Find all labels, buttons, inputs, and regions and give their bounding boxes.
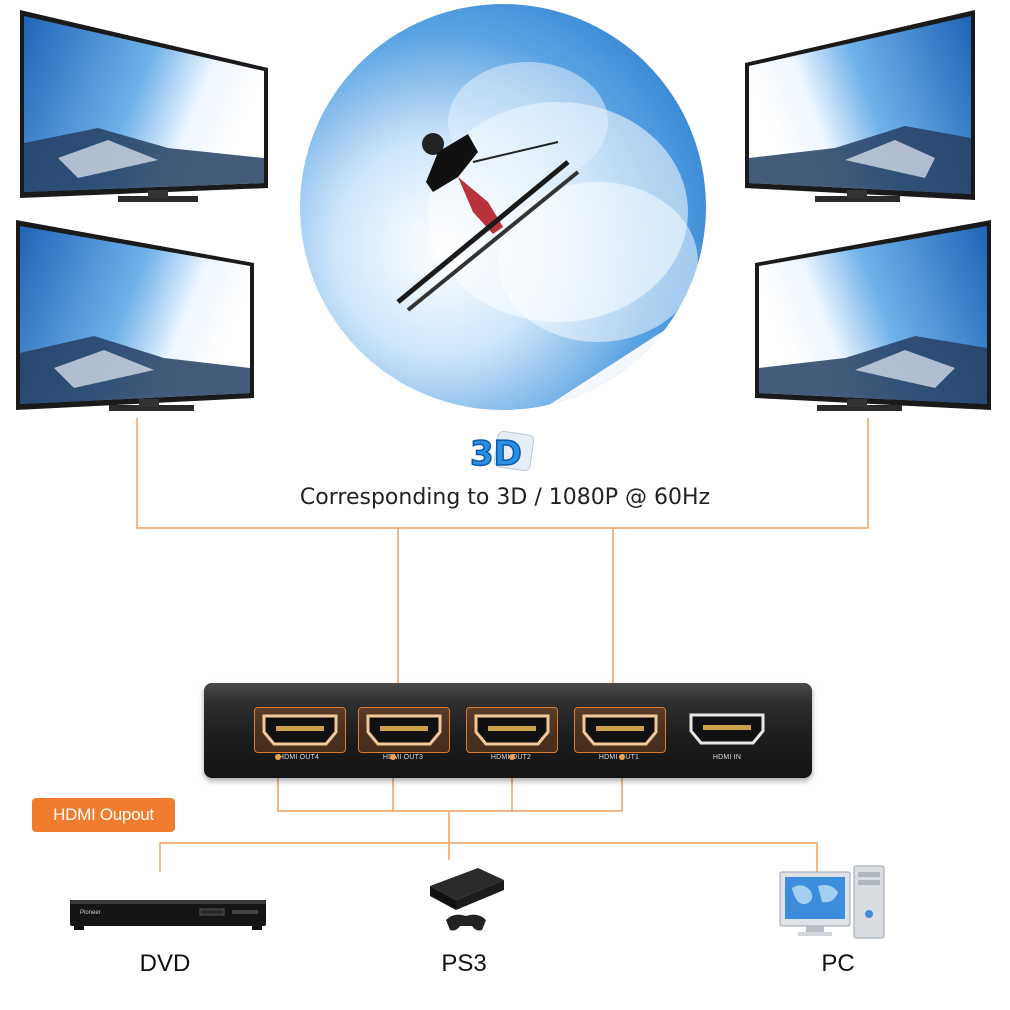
hdmi-port-icon <box>582 714 658 746</box>
tv-bottom-left <box>14 218 284 418</box>
tv-top-right <box>725 8 995 208</box>
port-label: HDMI OUT4 <box>278 754 320 761</box>
port-label: HDMI OUT1 <box>598 754 640 761</box>
resolution-caption: Corresponding to 3D / 1080P @ 60Hz <box>299 485 711 510</box>
port-label: HDMI IN <box>712 754 742 761</box>
hdmi-port-icon <box>689 713 765 745</box>
hub-top-face <box>204 683 812 703</box>
connector-dot <box>509 754 515 760</box>
hdmi-output-tag: HDMI Oupout <box>32 798 175 832</box>
device-label-dvd: DVD <box>139 950 191 977</box>
port-hdmi-out2[interactable] <box>466 707 558 753</box>
3d-badge: 3D <box>462 425 542 480</box>
port-label: HDMI OUT3 <box>382 754 424 761</box>
dvd-brand-label: Pioneer <box>80 910 101 916</box>
device-label-pc: PC <box>821 950 855 977</box>
dvd-player-icon: Pioneer <box>70 896 266 937</box>
port-hdmi-in[interactable] <box>682 707 772 751</box>
port-hdmi-out3[interactable] <box>358 707 450 753</box>
connector-dot <box>619 754 625 760</box>
port-hdmi-out4[interactable] <box>254 707 346 753</box>
tv-top-left <box>18 8 288 208</box>
skier-image <box>298 2 708 417</box>
hdmi-splitter: HDMI OUT4 HDMI OUT3 HDMI OUT2 HDMI OUT1 … <box>204 683 812 778</box>
desktop-computer-icon <box>778 864 888 949</box>
game-console-icon <box>424 860 508 945</box>
port-hdmi-out1[interactable] <box>574 707 666 753</box>
3d-badge-text: 3D <box>470 434 522 474</box>
tv-bottom-right <box>725 218 995 418</box>
hdmi-port-icon <box>262 714 338 746</box>
hdmi-port-icon <box>474 714 550 746</box>
device-label-ps3: PS3 <box>441 950 487 977</box>
connector-dot <box>275 754 281 760</box>
connector-dot <box>390 754 396 760</box>
hdmi-port-icon <box>366 714 442 746</box>
